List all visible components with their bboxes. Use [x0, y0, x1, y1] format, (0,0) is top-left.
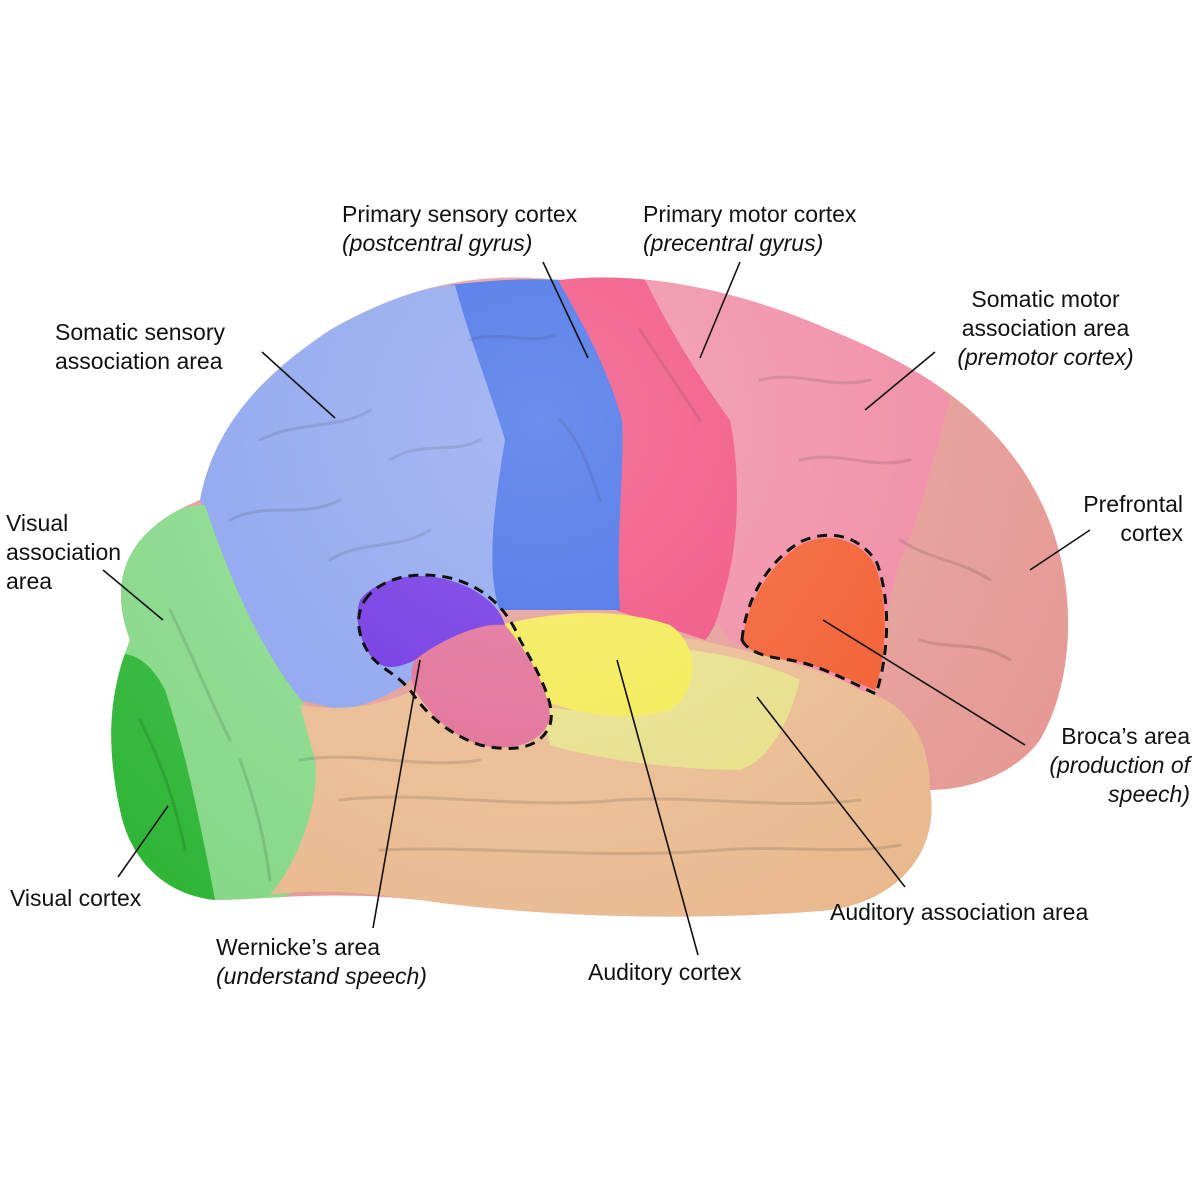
- label-somatic-sensory-line2: association area: [55, 348, 223, 374]
- label-primary-sensory-title: Primary sensory cortex: [342, 201, 578, 227]
- label-wernicke-sub: (understand speech): [216, 963, 427, 989]
- label-auditory-cortex: Auditory cortex: [588, 958, 741, 987]
- label-visual-association: Visual association area: [6, 509, 121, 596]
- label-broca-sub2: speech): [1108, 781, 1190, 807]
- label-auditory-association: Auditory association area: [830, 898, 1088, 927]
- label-somatic-motor-line1: Somatic motor: [971, 286, 1120, 312]
- label-wernicke: Wernicke’s area (understand speech): [216, 933, 427, 991]
- label-somatic-motor-line2: association area: [961, 315, 1130, 341]
- label-wernicke-title: Wernicke’s area: [216, 934, 381, 960]
- label-broca: Broca’s area (production of speech): [1010, 722, 1190, 809]
- label-visual-cortex-text: Visual cortex: [10, 885, 142, 911]
- label-visual-association-line1: Visual: [6, 510, 69, 536]
- label-primary-sensory: Primary sensory cortex (postcentral gyru…: [342, 200, 577, 258]
- label-visual-association-line3: area: [6, 568, 53, 594]
- label-visual-association-line2: association: [6, 539, 122, 565]
- label-prefrontal-line2: cortex: [1120, 520, 1183, 546]
- label-somatic-motor-line3: (premotor cortex): [957, 344, 1134, 370]
- label-primary-motor-sub: (precentral gyrus): [643, 230, 824, 256]
- label-somatic-sensory: Somatic sensory association area: [55, 318, 225, 376]
- leader-lines: [102, 261, 1091, 956]
- label-auditory-cortex-text: Auditory cortex: [588, 959, 742, 985]
- label-primary-motor: Primary motor cortex (precentral gyrus): [643, 200, 856, 258]
- label-broca-title: Broca’s area: [1061, 723, 1190, 749]
- label-prefrontal: Prefrontal cortex: [1040, 490, 1183, 548]
- broca-outline: [740, 533, 889, 697]
- label-somatic-motor: Somatic motor association area (premotor…: [938, 285, 1153, 372]
- label-auditory-association-text: Auditory association area: [830, 899, 1089, 925]
- label-primary-sensory-sub: (postcentral gyrus): [342, 230, 533, 256]
- label-primary-motor-title: Primary motor cortex: [643, 201, 857, 227]
- label-prefrontal-line1: Prefrontal: [1083, 491, 1183, 517]
- label-broca-sub1: (production of: [1049, 752, 1190, 778]
- label-visual-cortex: Visual cortex: [10, 884, 141, 913]
- label-somatic-sensory-line1: Somatic sensory: [55, 319, 226, 345]
